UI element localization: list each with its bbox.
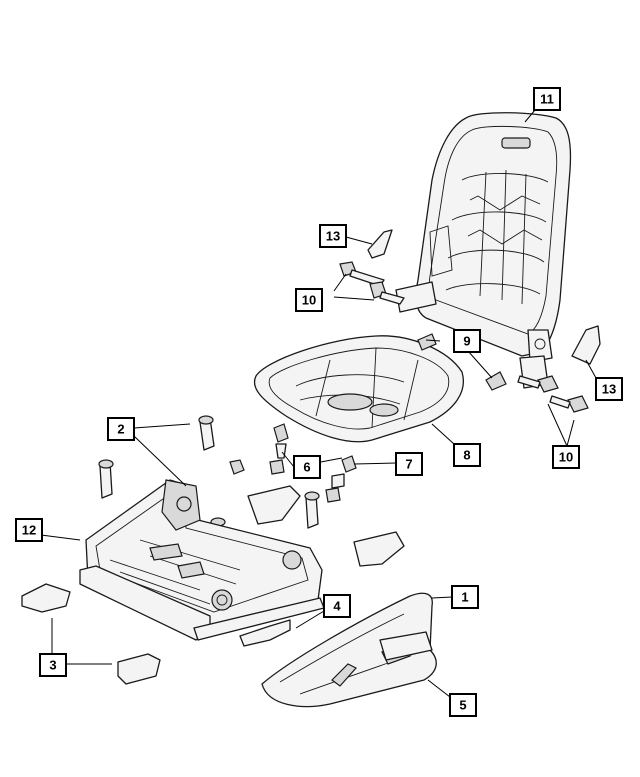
bolts-right bbox=[517, 375, 589, 413]
left-trim-cover bbox=[367, 229, 393, 259]
callout-10-left: 10 bbox=[295, 288, 323, 312]
callout-1: 1 bbox=[451, 585, 479, 609]
track-end-cover-rear bbox=[117, 653, 161, 685]
callout-13-left-label: 13 bbox=[326, 229, 340, 244]
callout-12-label: 12 bbox=[22, 523, 36, 538]
callout-7: 7 bbox=[395, 452, 423, 476]
callout-4-label: 4 bbox=[333, 599, 341, 614]
callout-1-label: 1 bbox=[461, 590, 468, 605]
callout-10-right: 10 bbox=[552, 445, 580, 469]
track-inner-cover-left bbox=[247, 485, 301, 525]
callout-5: 5 bbox=[449, 693, 477, 717]
bolts-left bbox=[339, 261, 405, 305]
callout-9-label: 9 bbox=[463, 334, 470, 349]
clip-upper bbox=[417, 333, 437, 351]
seat-track-adjuster bbox=[79, 479, 325, 641]
callout-10-left-label: 10 bbox=[302, 293, 316, 308]
track-inner-cover-right bbox=[353, 531, 405, 567]
callout-4: 4 bbox=[323, 594, 351, 618]
callout-2-label: 2 bbox=[117, 422, 124, 437]
callout-7-label: 7 bbox=[405, 457, 412, 472]
callout-8: 8 bbox=[453, 443, 481, 467]
bracket bbox=[239, 619, 291, 647]
callout-10-right-label: 10 bbox=[559, 450, 573, 465]
callout-9: 9 bbox=[453, 329, 481, 353]
cushion-pan bbox=[253, 335, 464, 443]
callout-3-label: 3 bbox=[49, 658, 56, 673]
track-end-cover-front bbox=[21, 583, 71, 613]
callout-12: 12 bbox=[15, 518, 43, 542]
fasteners bbox=[229, 423, 357, 503]
callout-11: 11 bbox=[533, 87, 561, 111]
callout-13-right-label: 13 bbox=[602, 382, 616, 397]
callout-13-right: 13 bbox=[595, 377, 623, 401]
callout-13-left: 13 bbox=[319, 224, 347, 248]
callout-6: 6 bbox=[293, 455, 321, 479]
clip-lower bbox=[485, 371, 507, 391]
callout-11-label: 11 bbox=[540, 92, 554, 107]
right-trim-cover bbox=[571, 325, 601, 365]
callout-3: 3 bbox=[39, 653, 67, 677]
callout-5-label: 5 bbox=[459, 698, 466, 713]
callout-8-label: 8 bbox=[463, 448, 470, 463]
callout-6-label: 6 bbox=[303, 460, 310, 475]
side-shield bbox=[261, 592, 437, 708]
callout-2: 2 bbox=[107, 417, 135, 441]
